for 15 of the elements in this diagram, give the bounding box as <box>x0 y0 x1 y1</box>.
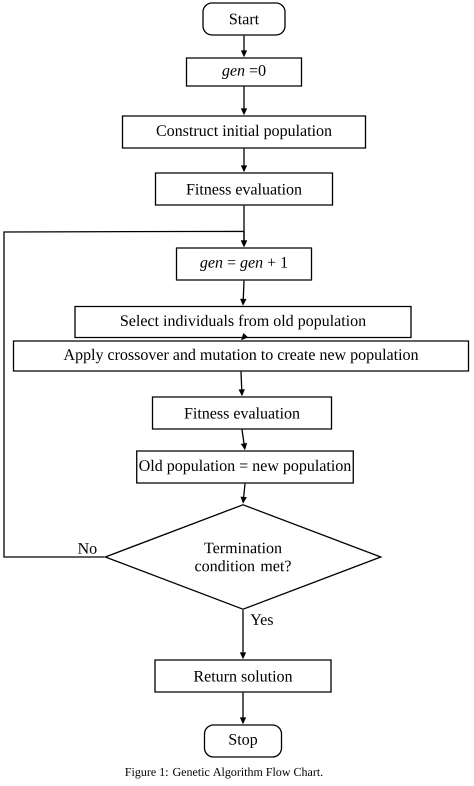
process-box: Return solution <box>154 659 332 693</box>
process-box: Select individuals from old population <box>74 306 412 338</box>
edge-label: Yes <box>250 614 273 625</box>
terminal-box: Start <box>202 2 286 36</box>
edge-label: No <box>78 543 97 554</box>
process-box: Old population = new population <box>136 450 354 484</box>
process-box: gen =0 <box>186 57 302 87</box>
caption: Figure 1: Genetic Algorithm Flow Chart. <box>125 768 322 778</box>
process-box: Fitness evaluation <box>154 172 334 206</box>
process-box: Apply crossover and mutation to create new population <box>12 340 470 372</box>
arrow <box>3 230 248 558</box>
terminal-box: Stop <box>204 724 282 758</box>
process-box: Construct initial population <box>122 115 366 149</box>
process-box: Fitness evaluation <box>152 396 332 430</box>
process-box: gen = gen + 1 <box>176 247 312 281</box>
